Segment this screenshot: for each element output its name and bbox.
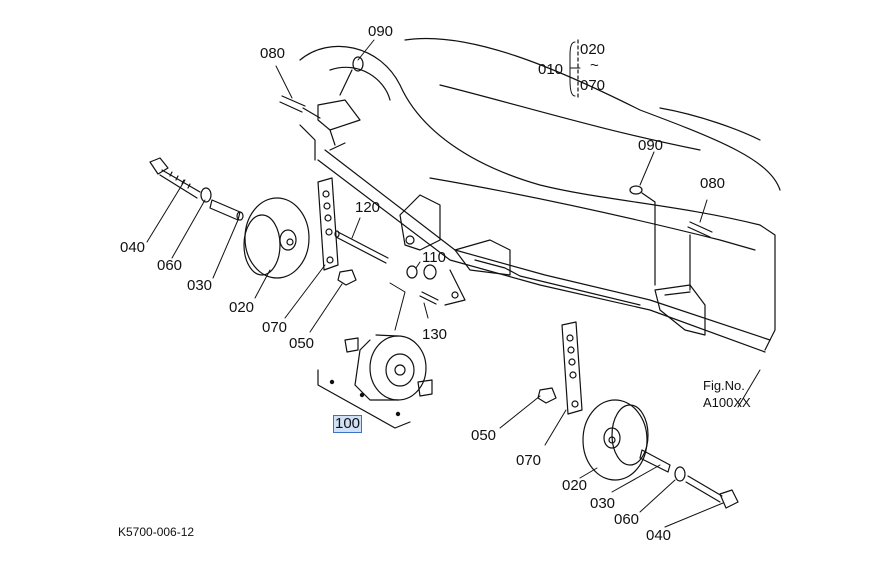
label-040-right: 040 xyxy=(646,527,672,544)
label-010: 010 xyxy=(538,61,564,78)
label-050-right: 050 xyxy=(471,427,497,444)
washer-110 xyxy=(406,264,437,280)
bolt-right xyxy=(685,475,739,509)
pin-top xyxy=(279,95,321,119)
wheel-left xyxy=(243,197,310,279)
label-120: 120 xyxy=(355,199,381,216)
clip-top xyxy=(339,56,364,96)
label-040-left: 040 xyxy=(120,239,146,256)
fig-no-label: Fig.No. xyxy=(703,378,745,393)
bolt-left xyxy=(149,157,201,199)
label-100-selected[interactable]: 100 xyxy=(333,415,363,433)
washer-right xyxy=(674,466,686,482)
mower-deck xyxy=(299,37,781,353)
label-070-range: 070 xyxy=(580,77,606,94)
label-060-right: 060 xyxy=(614,511,640,528)
left-bracket xyxy=(317,99,511,306)
spacer-right xyxy=(639,449,671,473)
label-020-range: 020 xyxy=(580,41,606,58)
spacer-left xyxy=(209,199,244,221)
label-030-right: 030 xyxy=(590,495,616,512)
label-020-right: 020 xyxy=(562,477,588,494)
label-090-right: 090 xyxy=(638,137,664,154)
fig-code: A100XX xyxy=(703,395,751,410)
label-080-right: 080 xyxy=(700,175,726,192)
label-030-left: 030 xyxy=(187,277,213,294)
label-070-left: 070 xyxy=(262,319,288,336)
label-020-left: 020 xyxy=(229,299,255,316)
label-110: 110 xyxy=(422,249,446,266)
drawing-code: K5700-006-12 xyxy=(118,525,195,539)
label-090-top: 090 xyxy=(368,23,394,40)
roller-100 xyxy=(317,334,433,429)
label-130: 130 xyxy=(422,326,448,343)
wheel-right xyxy=(582,399,649,481)
cotter-pin-130 xyxy=(419,291,439,305)
nut-right xyxy=(537,387,557,404)
pin-right xyxy=(687,221,713,291)
label-070-right: 070 xyxy=(516,452,542,469)
bracket-plate-right xyxy=(561,321,583,415)
nut-left xyxy=(337,269,357,286)
washer-left xyxy=(200,187,212,203)
bracket-plate-left xyxy=(317,177,339,271)
label-050-left: 050 xyxy=(289,335,315,352)
label-060-left: 060 xyxy=(157,257,183,274)
clip-right xyxy=(629,185,656,286)
label-tilde: ~ xyxy=(590,57,599,74)
pin-120 xyxy=(334,230,389,264)
label-080-top: 080 xyxy=(260,45,286,62)
leader-lines xyxy=(146,39,761,528)
